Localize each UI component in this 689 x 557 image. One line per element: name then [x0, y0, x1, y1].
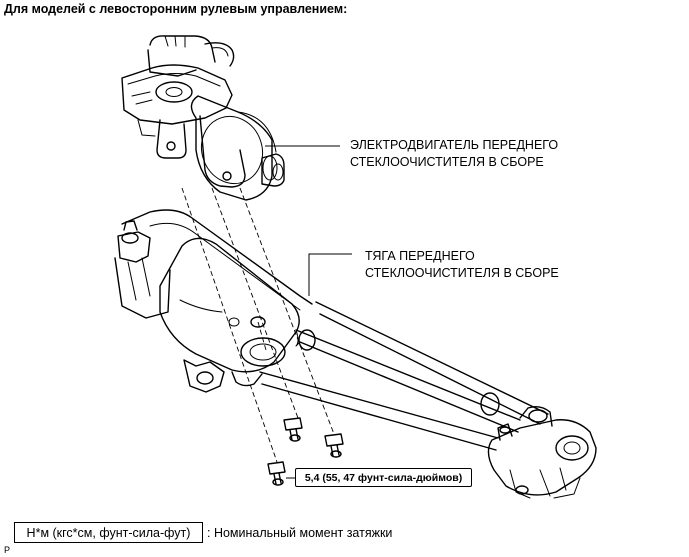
link-callout: ТЯГА ПЕРЕДНЕГО СТЕКЛООЧИСТИТЕЛЯ В СБОРЕ — [365, 248, 559, 282]
motor-callout-line-1: ЭЛЕКТРОДВИГАТЕЛЬ ПЕРЕДНЕГО — [350, 138, 559, 152]
wiper-motor-drawing — [121, 35, 285, 201]
link-callout-line-2: СТЕКЛООЧИСТИТЕЛЯ В СБОРЕ — [365, 266, 559, 280]
bolt-1 — [283, 417, 303, 442]
torque-unit-legend: Н*м (кгс*см, фунт-сила-фут) — [14, 522, 203, 543]
corner-mark: P — [4, 545, 11, 555]
page-heading: Для моделей с левосторонним рулевым упра… — [4, 2, 348, 16]
torque-spec: 5,4 (55, 47 фунт-сила-дюймов) — [295, 468, 472, 487]
link-callout-line-1: ТЯГА ПЕРЕДНЕГО — [365, 249, 475, 263]
bolt-3 — [267, 461, 286, 486]
motor-callout: ЭЛЕКТРОДВИГАТЕЛЬ ПЕРЕДНЕГО СТЕКЛООЧИСТИТ… — [350, 137, 558, 171]
bolt-drawings — [267, 417, 344, 486]
torque-legend-description: : Номинальный момент затяжки — [207, 526, 393, 540]
wiper-link-drawing — [114, 209, 597, 499]
bolt-2 — [324, 433, 344, 458]
motor-callout-line-2: СТЕКЛООЧИСТИТЕЛЯ В СБОРЕ — [350, 155, 544, 169]
